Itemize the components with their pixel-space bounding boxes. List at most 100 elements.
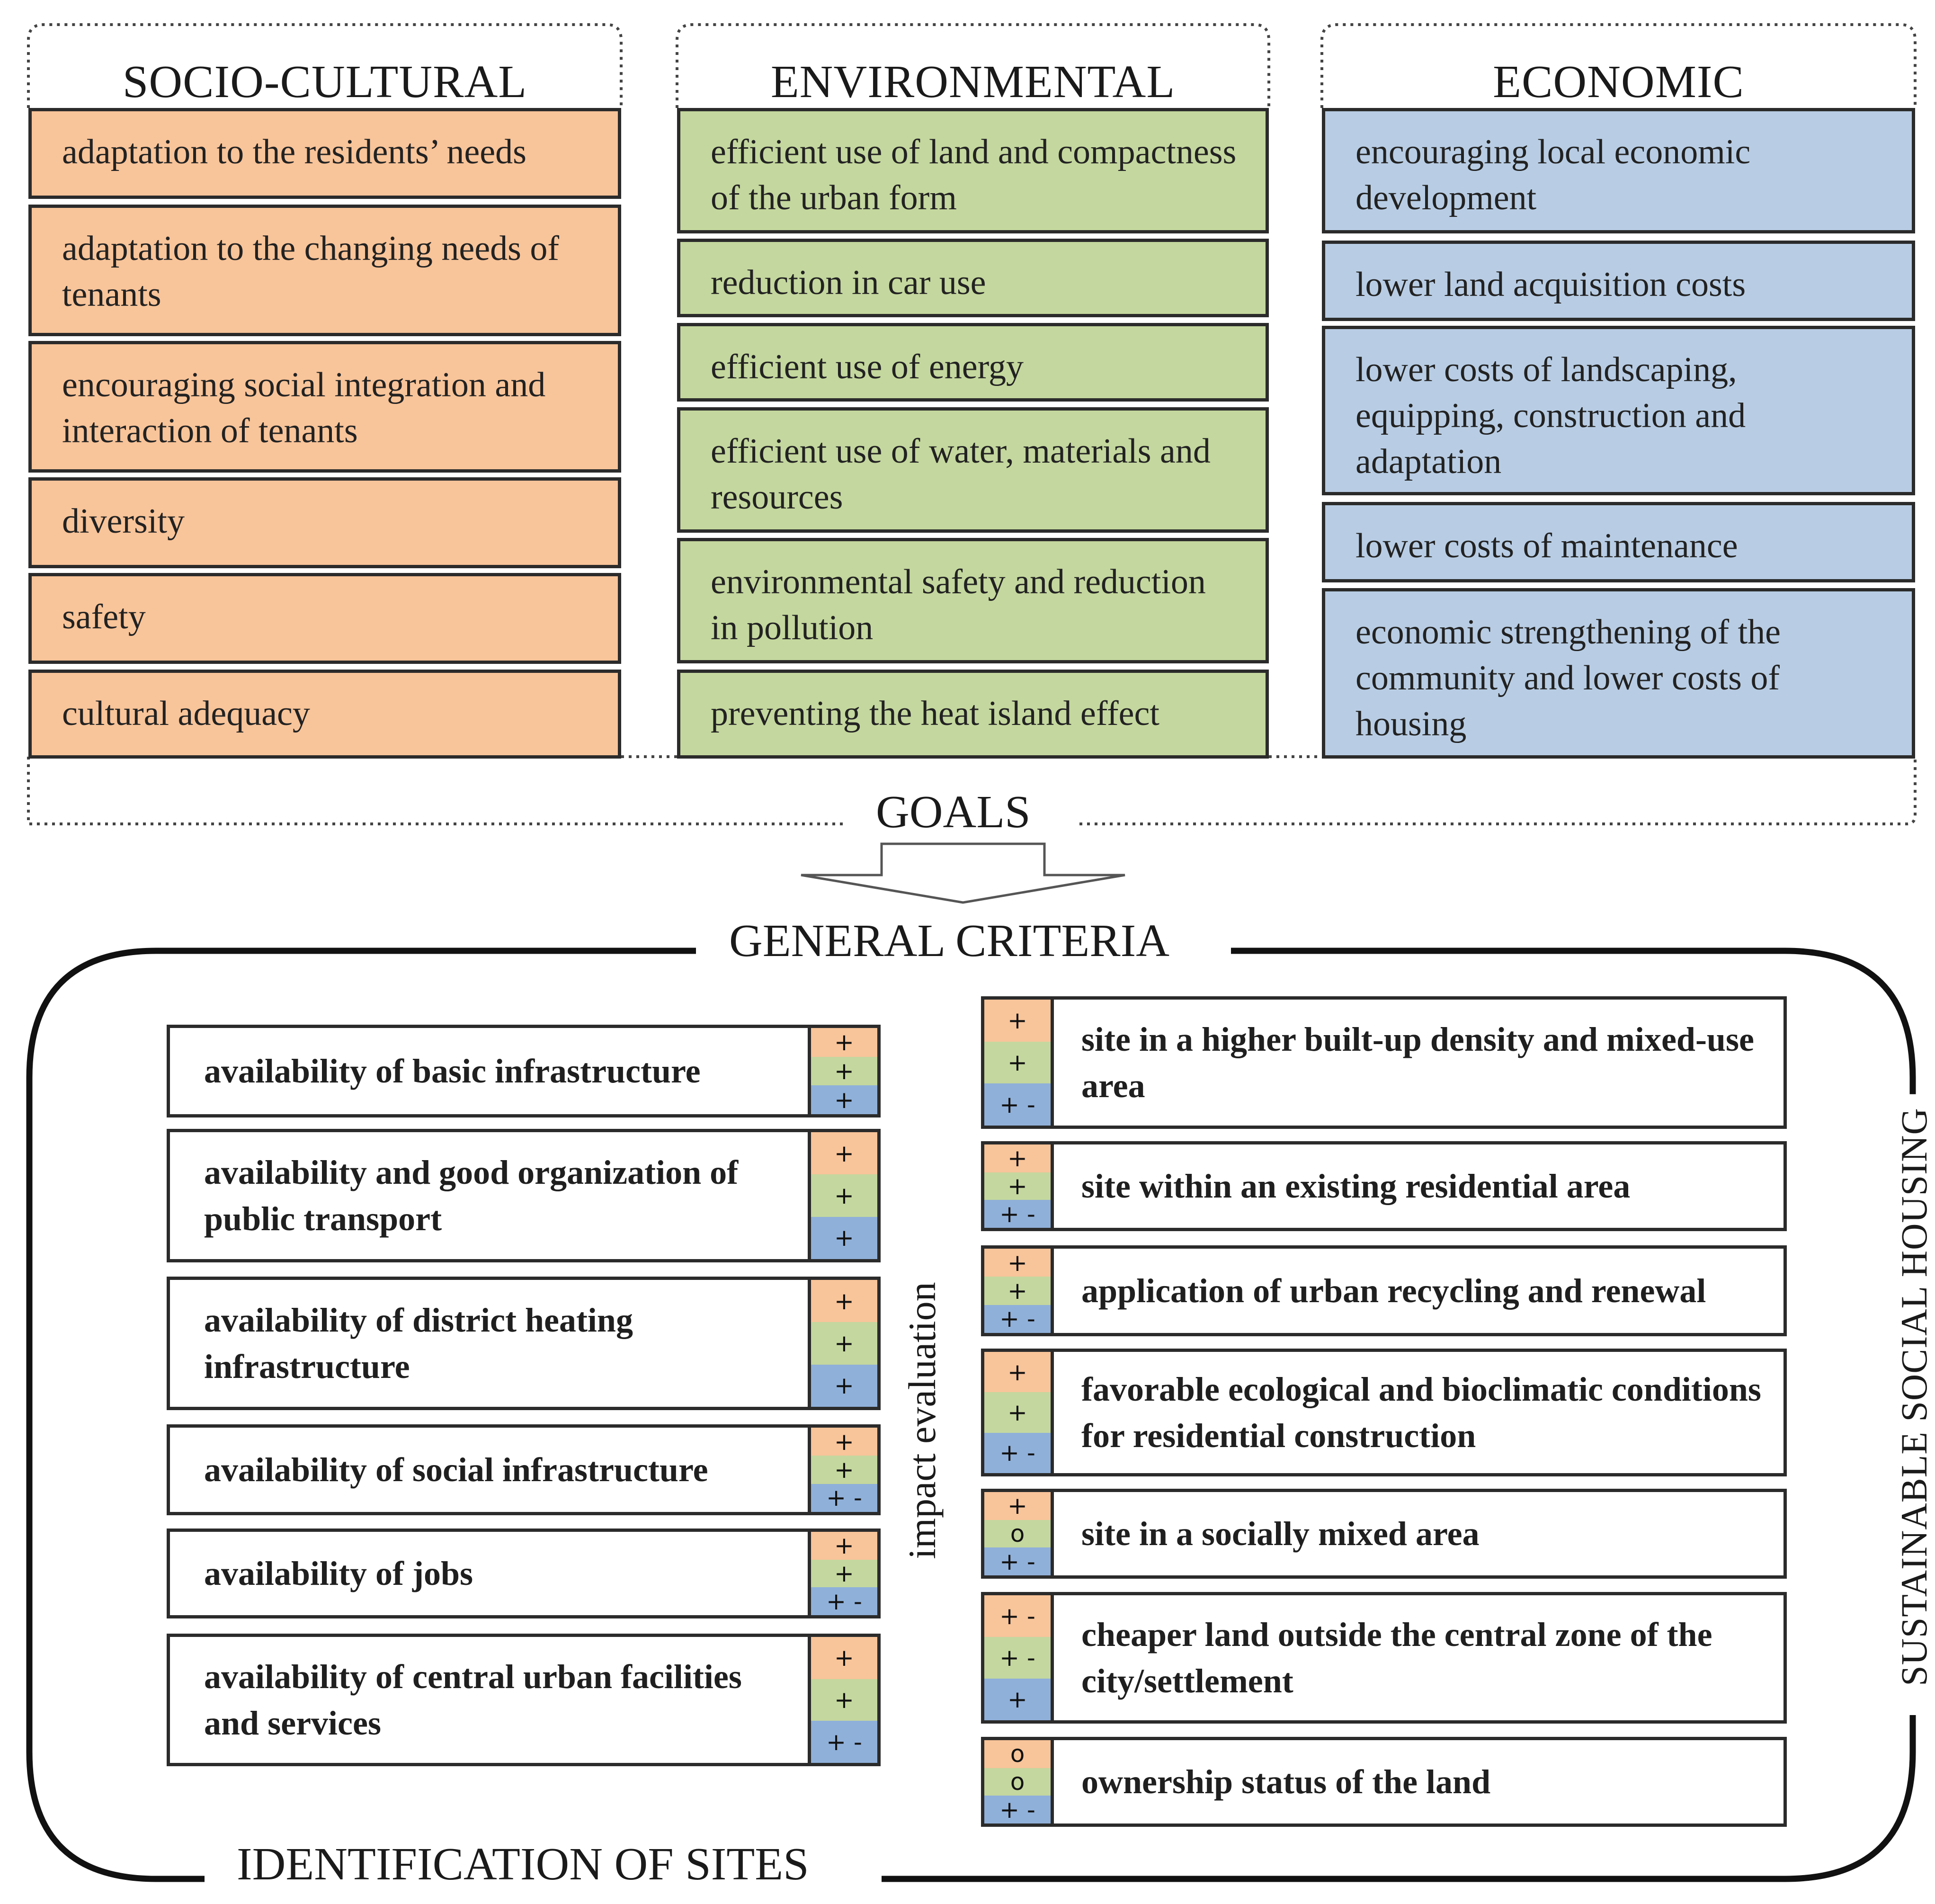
goals-frame bbox=[27, 757, 1917, 825]
impact-econ: + - bbox=[811, 1484, 877, 1512]
impact-stack: o o + - bbox=[984, 1740, 1054, 1824]
impact-stack: + + + - bbox=[984, 1000, 1054, 1126]
goal-env-6: preventing the heat island effect bbox=[677, 670, 1269, 759]
impact-econ: + - bbox=[984, 1547, 1051, 1576]
criterion-text: ownership status of the land bbox=[1081, 1763, 1491, 1801]
criterion-text: site in a higher built-up density and mi… bbox=[1081, 1020, 1754, 1105]
impact-socio: + bbox=[811, 1132, 877, 1175]
impact-econ: + - bbox=[984, 1305, 1051, 1333]
impact-socio: + bbox=[984, 1144, 1051, 1172]
impact-econ: + - bbox=[984, 1200, 1051, 1228]
impact-stack: + + + - bbox=[984, 1352, 1054, 1473]
impact-stack: + + + bbox=[808, 1132, 877, 1259]
criterion-text: availability and good organization of pu… bbox=[204, 1153, 739, 1238]
criteria-frame-right bbox=[1231, 948, 1916, 1108]
criteria-frame-bottom-right bbox=[882, 1715, 1916, 1882]
criterion-text: availability of social infrastructure bbox=[204, 1451, 708, 1489]
sustainable-social-housing-label: SUSTAINABLE SOCIAL HOUSING bbox=[1893, 1094, 1935, 1699]
criterion-text: site within an existing residential area bbox=[1081, 1167, 1631, 1205]
goal-env-2: reduction in car use bbox=[677, 239, 1269, 317]
header-frame-econ bbox=[1320, 23, 1917, 108]
impact-stack: + + + - bbox=[984, 1249, 1054, 1333]
impact-env: + bbox=[811, 1322, 877, 1365]
impact-econ: + bbox=[984, 1679, 1051, 1720]
criterion-text: application of urban recycling and renew… bbox=[1081, 1272, 1706, 1310]
identification-of-sites-label: IDENTIFICATION OF SITES bbox=[218, 1838, 828, 1890]
impact-econ: + bbox=[811, 1085, 877, 1115]
impact-socio: + bbox=[811, 1280, 877, 1323]
impact-socio: + bbox=[811, 1428, 877, 1456]
goal-socio-6: cultural adequacy bbox=[28, 670, 621, 759]
goal-socio-1: adaptation to the residents’ needs bbox=[28, 108, 621, 199]
criterion-text: site in a socially mixed area bbox=[1081, 1515, 1480, 1553]
criterion-left-1: availability of basic infrastructure + +… bbox=[167, 1025, 881, 1117]
impact-socio: + bbox=[984, 1249, 1051, 1277]
impact-socio: + bbox=[811, 1637, 877, 1679]
socio-cultural-title: SOCIO-CULTURAL bbox=[122, 56, 527, 107]
impact-stack: + - + - + bbox=[984, 1595, 1054, 1720]
criterion-left-3: availability of district heating infrast… bbox=[167, 1277, 881, 1410]
impact-env: + bbox=[811, 1056, 877, 1086]
criterion-right-3: + + + - application of urban recycling a… bbox=[981, 1245, 1787, 1336]
impact-stack: + + + bbox=[808, 1280, 877, 1407]
impact-env: + bbox=[811, 1679, 877, 1721]
impact-econ: + - bbox=[984, 1796, 1051, 1824]
goal-socio-2: adaptation to the changing needs of tena… bbox=[28, 205, 621, 336]
impact-socio: + - bbox=[984, 1595, 1051, 1637]
criterion-right-2: + + + - site within an existing resident… bbox=[981, 1141, 1787, 1231]
impact-stack: + o + - bbox=[984, 1492, 1054, 1576]
impact-socio: + bbox=[984, 1000, 1051, 1042]
impact-econ: + bbox=[811, 1216, 877, 1259]
impact-econ: + bbox=[811, 1364, 877, 1407]
criterion-text: availability of district heating infrast… bbox=[204, 1301, 633, 1386]
impact-socio: + bbox=[984, 1352, 1051, 1393]
environmental-title: ENVIRONMENTAL bbox=[770, 56, 1176, 107]
goal-env-4: efficient use of water, materials and re… bbox=[677, 407, 1269, 533]
criterion-text: cheaper land outside the central zone of… bbox=[1081, 1616, 1712, 1700]
criterion-left-6: availability of central urban facilities… bbox=[167, 1634, 881, 1766]
goal-econ-4: lower costs of maintenance bbox=[1322, 502, 1915, 582]
criterion-left-5: availability of jobs + + + - bbox=[167, 1529, 881, 1618]
goals-label: GOALS bbox=[852, 786, 1054, 838]
impact-econ: + - bbox=[984, 1432, 1051, 1473]
impact-stack: + + + - bbox=[984, 1144, 1054, 1228]
impact-stack: + + + - bbox=[808, 1532, 877, 1616]
criterion-right-1: + + + - site in a higher built-up densit… bbox=[981, 996, 1787, 1129]
impact-stack: + + + bbox=[808, 1028, 877, 1115]
impact-econ: + - bbox=[984, 1083, 1051, 1126]
impact-env: + bbox=[811, 1559, 877, 1588]
criterion-right-5: + o + - site in a socially mixed area bbox=[981, 1489, 1787, 1579]
impact-env: + bbox=[811, 1174, 877, 1217]
impact-stack: + + + - bbox=[808, 1428, 877, 1512]
criterion-text: availability of central urban facilities… bbox=[204, 1658, 742, 1742]
criterion-right-4: + + + - favorable ecological and bioclim… bbox=[981, 1349, 1787, 1476]
impact-socio: + bbox=[811, 1532, 877, 1560]
criteria-frame bbox=[26, 948, 696, 1882]
criterion-text: availability of basic infrastructure bbox=[204, 1052, 701, 1090]
down-arrow bbox=[801, 842, 1125, 904]
header-frame-env bbox=[676, 23, 1270, 108]
impact-socio: + bbox=[811, 1028, 877, 1057]
goal-socio-4: diversity bbox=[28, 477, 621, 568]
goal-socio-3: encouraging social integration and inter… bbox=[28, 341, 621, 473]
criterion-left-2: availability and good organization of pu… bbox=[167, 1129, 881, 1262]
economic-title: ECONOMIC bbox=[1493, 56, 1744, 107]
goal-env-5: environmental safety and reduction in po… bbox=[677, 538, 1269, 663]
general-criteria-title: GENERAL CRITERIA bbox=[705, 915, 1193, 967]
impact-env: o bbox=[984, 1520, 1051, 1548]
impact-socio: o bbox=[984, 1740, 1051, 1768]
impact-env: + - bbox=[984, 1637, 1051, 1679]
impact-env: + bbox=[984, 1392, 1051, 1433]
impact-stack: + + + - bbox=[808, 1637, 877, 1763]
impact-env: + bbox=[984, 1041, 1051, 1084]
criterion-right-7: o o + - ownership status of the land bbox=[981, 1737, 1787, 1827]
impact-env: + bbox=[811, 1456, 877, 1484]
criterion-text: favorable ecological and bioclimatic con… bbox=[1081, 1370, 1761, 1455]
impact-econ: + - bbox=[811, 1587, 877, 1616]
impact-env: o bbox=[984, 1768, 1051, 1796]
goal-econ-3: lower costs of landscaping, equipping, c… bbox=[1322, 326, 1915, 495]
goal-env-1: efficient use of land and compactness of… bbox=[677, 108, 1269, 233]
impact-env: + bbox=[984, 1277, 1051, 1305]
goal-econ-1: encouraging local economic development bbox=[1322, 108, 1915, 233]
